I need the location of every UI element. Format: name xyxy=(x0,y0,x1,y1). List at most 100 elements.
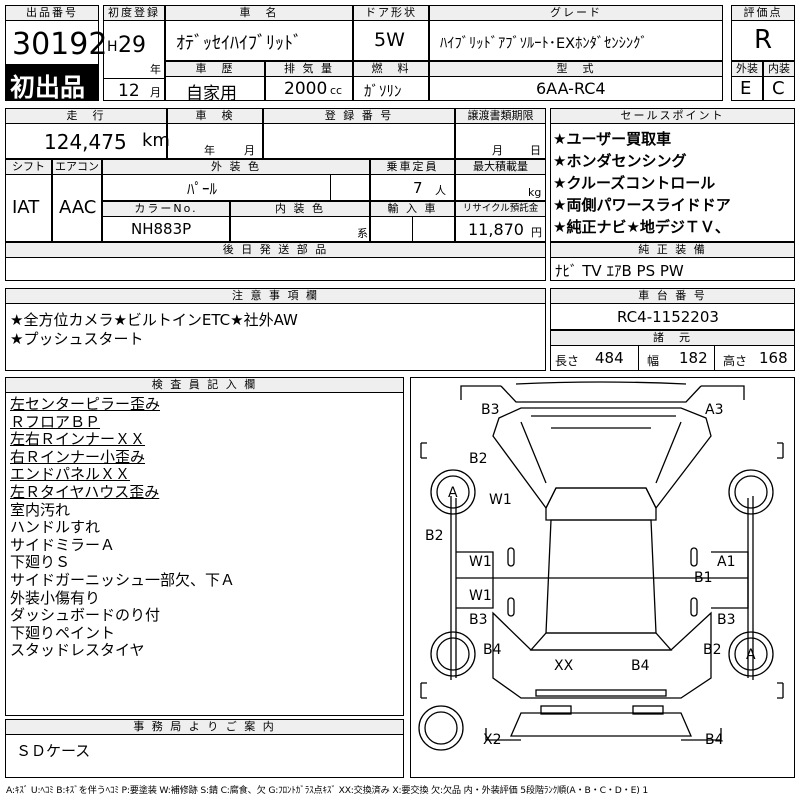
inspector-note: 下廻りペイント xyxy=(10,623,116,642)
registration-month: 12 xyxy=(118,81,140,101)
interior-color-unit: 系 xyxy=(357,227,368,240)
rear-bumper xyxy=(535,689,667,697)
inspector-note: サイドガーニッシュ一部欠、下Ａ xyxy=(10,570,236,589)
specs-box: 長さ 484 幅 182 高さ 168 xyxy=(550,345,795,371)
car-name-label: 車 名 xyxy=(165,5,353,21)
max-load-box: kg xyxy=(455,174,546,201)
load-unit: kg xyxy=(528,186,542,199)
front-grille xyxy=(500,385,702,403)
score-label: 評価点 xyxy=(731,5,795,21)
history: 自家用 xyxy=(186,84,237,104)
specs-label: 諸 元 xyxy=(550,330,795,346)
damage-mark: B2 xyxy=(425,528,444,544)
rear-body xyxy=(492,611,712,699)
later-parts-box xyxy=(5,257,546,281)
docs-month-unit: 月 xyxy=(492,144,503,157)
divider xyxy=(330,174,331,201)
front-bumper-curve xyxy=(515,381,687,385)
damage-mark: X2 xyxy=(483,732,502,748)
genuine-equipment-label: 純 正 装 備 xyxy=(550,242,795,258)
damage-mark: B2 xyxy=(703,642,722,658)
recycle-fee: 11,870 xyxy=(468,220,524,239)
tire-rear-right xyxy=(728,631,774,677)
chassis-number-box: RC4-1152203 xyxy=(550,303,795,330)
docs-deadline-box: 月 日 xyxy=(455,123,546,159)
inspector-note: エンドパネルＸＸ xyxy=(10,465,131,484)
damage-mark: A xyxy=(448,485,458,501)
damage-mark: W1 xyxy=(469,554,492,570)
sales-points-box: ★ユーザー買取車 ★ホンダセンシング ★クルーズコントロール ★両側パワースライ… xyxy=(550,123,795,242)
year-unit: 年 xyxy=(150,63,161,76)
left-mark xyxy=(420,682,427,699)
damage-mark: W1 xyxy=(469,588,492,604)
import-label: 輸 入 車 xyxy=(370,201,455,217)
history-box: 自家用 xyxy=(165,76,265,104)
damage-mark: B3 xyxy=(717,612,736,628)
grade-label: グレード xyxy=(429,5,723,21)
inspector-note: 右Ｒインナー小歪み xyxy=(10,447,146,466)
divider xyxy=(714,345,715,371)
hood-outline xyxy=(492,407,712,510)
aircon: AAC xyxy=(59,197,97,218)
rear-bumper-shape xyxy=(510,712,692,737)
lot-number-box: 30192 xyxy=(5,20,107,65)
model-label: 型 式 xyxy=(429,61,723,77)
chassis-number-label: 車 台 番 号 xyxy=(550,288,795,304)
shift-box: IAT xyxy=(5,174,52,242)
roof xyxy=(545,519,657,634)
office-notice-label: 事 務 局 よ り ご 案 内 xyxy=(5,719,404,735)
exterior-color-label: 外 装 色 xyxy=(102,159,370,175)
caution-box: ★全方位カメラ★ビルトインETC★社外AW ★プッシュスタート xyxy=(5,303,546,371)
damage-mark: B4 xyxy=(483,642,502,658)
capacity-unit: 人 xyxy=(435,184,446,197)
inspector-note: ダッシュボードのり付 xyxy=(10,606,161,625)
inspector-note: 左右ＲインナーＸＸ xyxy=(10,430,146,449)
width-label: 幅 xyxy=(647,354,660,368)
chassis-number: RC4-1152203 xyxy=(617,308,719,326)
interior-color-box: 系 xyxy=(230,216,370,242)
exterior-color-box: ﾊﾟｰﾙ xyxy=(102,174,370,201)
shift: IAT xyxy=(12,197,40,218)
insp-month-unit: 月 xyxy=(244,144,255,157)
interior-score: C xyxy=(772,78,785,99)
tire-front-right xyxy=(728,469,774,515)
length-label: 長さ xyxy=(555,354,580,368)
inspector-notes-label: 検 査 員 記 入 欄 xyxy=(5,377,404,393)
color-number: NH883P xyxy=(131,220,192,238)
left-mirror xyxy=(420,442,427,459)
left-side xyxy=(450,496,457,680)
score-box: R xyxy=(731,20,795,61)
height: 168 xyxy=(759,349,788,367)
divider xyxy=(103,78,165,79)
interior-color-label: 内 装 色 xyxy=(230,201,370,217)
first-registration-box: H 29 年 12 月 xyxy=(103,20,165,101)
inspector-note: サイドミラーＡ xyxy=(10,535,116,554)
damage-mark: B2 xyxy=(469,451,488,467)
era: H xyxy=(107,39,118,55)
max-load-label: 最大積載量 xyxy=(455,159,546,175)
displacement-box: 2000 cc xyxy=(265,76,353,101)
inspector-note: ＲフロアＢＰ xyxy=(10,412,101,431)
damage-mark: A3 xyxy=(705,402,723,418)
caution-line: ★プッシュスタート xyxy=(10,330,144,348)
inspector-note: 外装小傷有り xyxy=(10,588,101,607)
displacement: 2000 xyxy=(284,79,328,99)
divider xyxy=(412,216,413,242)
inspector-note: ハンドルすれ xyxy=(10,518,101,537)
height-label: 高さ xyxy=(723,354,748,368)
inspector-note: 下廻りＳ xyxy=(10,553,71,572)
damage-mark: B4 xyxy=(631,658,650,674)
first-registration-label: 初度登録 xyxy=(103,5,165,21)
rear-window xyxy=(529,632,673,651)
mileage-label: 走 行 xyxy=(5,108,167,124)
sales-point-item: ★ホンダセンシング xyxy=(553,152,687,170)
hood-lines xyxy=(520,421,682,484)
caution-label: 注 意 事 項 欄 xyxy=(5,288,546,304)
door-type: 5W xyxy=(374,29,405,51)
office-notice-box: ＳＤケース xyxy=(5,734,404,778)
inspection-box: 年 月 xyxy=(167,123,263,159)
damage-diagram: B3 A3 B2 A W1 B2 W1 A1 B1 W1 B3 B3 B4 B2… xyxy=(410,377,795,778)
recycle-unit: 円 xyxy=(531,226,542,239)
rear-lamp-left xyxy=(540,705,572,715)
damage-mark: B4 xyxy=(705,732,724,748)
